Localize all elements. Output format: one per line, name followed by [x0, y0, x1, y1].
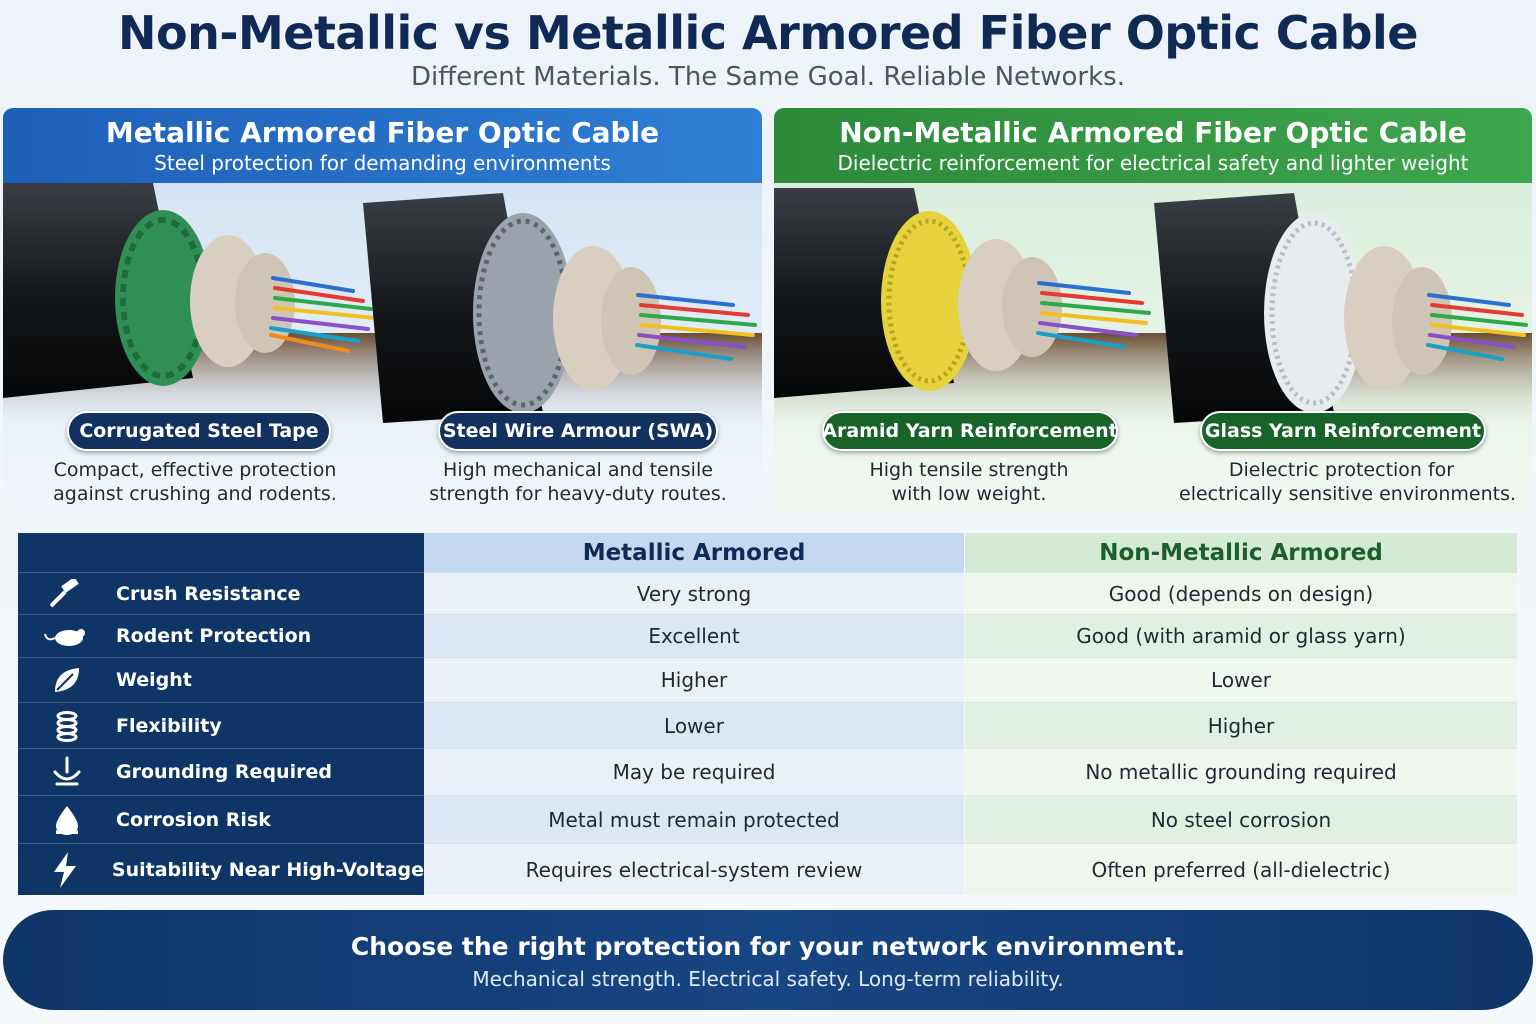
- table-header-nonmetallic: Non-Metallic Armored: [965, 533, 1517, 572]
- table-row: Rodent Protection Excellent Good (with a…: [18, 614, 1517, 657]
- metallic-panel-title: Metallic Armored Fiber Optic Cable: [105, 116, 660, 149]
- page-title: Non-Metallic vs Metallic Armored Fiber O…: [118, 6, 1418, 60]
- feature-label: Suitability Near High-Voltage: [111, 858, 424, 881]
- footer-headline: Choose the right protection for your net…: [350, 932, 1186, 961]
- metallic-panel-subtitle: Steel protection for demanding environme…: [154, 151, 611, 175]
- metallic-value: Higher: [424, 657, 964, 702]
- steel-wire-armour-label: Steel Wire Armour (SWA): [438, 411, 718, 451]
- page-subtitle: Different Materials. The Same Goal. Reli…: [411, 62, 1125, 92]
- steel-wire-armour-cable: [363, 193, 757, 423]
- table-header-metallic: Metallic Armored: [424, 533, 964, 572]
- table-header: Metallic Armored Non-Metallic Armored: [18, 533, 1517, 572]
- glass-yarn-desc: Dielectric protection for electrically s…: [1179, 459, 1517, 505]
- metallic-panel-header: Metallic Armored Fiber Optic Cable Steel…: [3, 108, 762, 183]
- footer-tagline: Mechanical strength. Electrical safety. …: [472, 967, 1064, 991]
- comparison-table: Metallic Armored Non-Metallic Armored Cr…: [18, 533, 1517, 895]
- corrugated-tape-cable: [3, 183, 377, 398]
- nonmetallic-panel-header: Non-Metallic Armored Fiber Optic Cable D…: [774, 108, 1532, 183]
- feature-label: Grounding Required: [116, 761, 332, 783]
- leaf-icon: [18, 664, 116, 696]
- corrugated-steel-tape-desc: Compact, effective protection against cr…: [53, 459, 337, 505]
- metallic-value: May be required: [424, 748, 964, 795]
- feature-label: Crush Resistance: [116, 582, 301, 605]
- lightning-icon: [18, 851, 112, 888]
- metallic-cable-illustration: [3, 183, 762, 433]
- hammer-icon: [18, 578, 116, 609]
- feature-label: Flexibility: [116, 714, 222, 737]
- feature-label: Corrosion Risk: [116, 808, 271, 831]
- glass-yarn-label: Glass Yarn Reinforcement: [1200, 411, 1486, 451]
- aramid-yarn-desc: High tensile strength with low weight.: [869, 459, 1069, 505]
- nonmetallic-panel: Non-Metallic Armored Fiber Optic Cable D…: [774, 108, 1532, 513]
- rodent-icon: [18, 624, 116, 648]
- nonmetallic-value: Lower: [965, 657, 1517, 702]
- metallic-value: Metal must remain protected: [424, 795, 964, 843]
- nonmetallic-cable-illustration: [774, 188, 1532, 433]
- metallic-value: Very strong: [424, 572, 964, 614]
- glass-yarn-cable: [1154, 193, 1528, 423]
- corrugated-steel-tape-label: Corrugated Steel Tape: [67, 411, 331, 451]
- nonmetallic-value: No metallic grounding required: [965, 748, 1517, 795]
- table-row: Crush Resistance Very strong Good (depen…: [18, 572, 1517, 614]
- metallic-value: Excellent: [424, 614, 964, 657]
- metallic-value: Lower: [424, 702, 964, 748]
- nonmetallic-value: Often preferred (all-dielectric): [965, 843, 1517, 895]
- table-row: Weight Higher Lower: [18, 657, 1517, 702]
- nonmetallic-value: No steel corrosion: [965, 795, 1517, 843]
- footer-banner: Choose the right protection for your net…: [3, 910, 1533, 1010]
- feature-label: Rodent Protection: [116, 625, 312, 647]
- table-row: Grounding Required May be required No me…: [18, 748, 1517, 795]
- nonmetallic-panel-subtitle: Dielectric reinforcement for electrical …: [837, 151, 1469, 175]
- feature-label: Weight: [116, 669, 192, 691]
- metallic-panel: Metallic Armored Fiber Optic Cable Steel…: [3, 108, 762, 513]
- ground-icon: [18, 756, 116, 788]
- table-row: Corrosion Risk Metal must remain protect…: [18, 795, 1517, 843]
- nonmetallic-value: Good (with aramid or glass yarn): [965, 614, 1517, 657]
- table-row: Flexibility Lower Higher: [18, 702, 1517, 748]
- aramid-yarn-label: Aramid Yarn Reinforcement: [822, 411, 1118, 451]
- steel-wire-armour-desc: High mechanical and tensile strength for…: [429, 459, 727, 505]
- coil-icon: [18, 710, 116, 742]
- nonmetallic-value: Good (depends on design): [965, 572, 1517, 614]
- nonmetallic-value: Higher: [965, 702, 1517, 748]
- aramid-yarn-cable: [774, 188, 1151, 398]
- nonmetallic-panel-title: Non-Metallic Armored Fiber Optic Cable: [839, 116, 1467, 149]
- metallic-value: Requires electrical-system review: [424, 843, 964, 895]
- table-row: Suitability Near High-Voltage Requires e…: [18, 843, 1517, 895]
- table-header-feature: [18, 533, 424, 572]
- droplet-icon: [18, 804, 116, 836]
